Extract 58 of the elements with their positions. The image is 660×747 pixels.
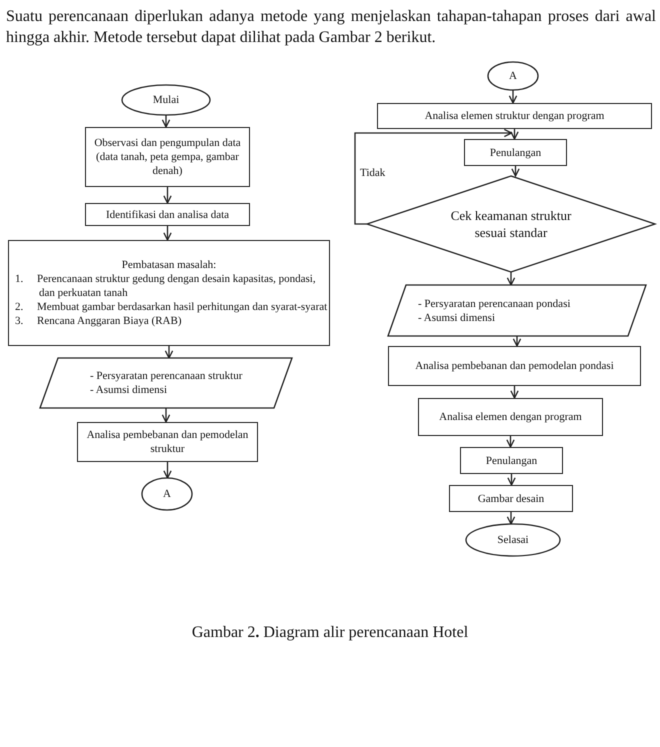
- arrow: [506, 512, 516, 525]
- list-item: 3. Rencana Anggaran Biaya (RAB): [14, 314, 182, 328]
- node-text: Mulai: [152, 93, 180, 107]
- process-box: [85, 127, 250, 187]
- process-box: [464, 139, 567, 166]
- arrow: [510, 386, 519, 399]
- list-item: - Asumsi dimensi: [89, 383, 168, 397]
- list-item: 1. Perencanaan struktur gedung dengan desain kapasitas, pondasi, dan perkuatan tanah: [14, 272, 317, 300]
- arrow: [510, 129, 519, 140]
- terminator-ellipse: [466, 524, 560, 556]
- node-text: Selasai: [497, 533, 529, 547]
- arrow: [508, 90, 518, 104]
- arrow: [506, 272, 516, 286]
- arrow: [163, 462, 172, 479]
- node-text: A: [163, 487, 171, 501]
- input-parallelogram: [388, 285, 646, 336]
- node-text: Observasi dan pengumpulan data (data tanah, peta gempa, gambar denah): [93, 136, 242, 178]
- paragraph-text: Suatu perencanaan diperlukan adanya metode yang menjelaskan tahapan-tahapan proses dari awal hingga akhir. Metode tersebut dapat dilihat pada Gambar 2 berikut.: [6, 7, 656, 48]
- node-text: Penulangan: [486, 454, 538, 468]
- node-text: Cek keamanan struktur sesuai standar: [450, 207, 572, 241]
- arrow: [163, 226, 172, 241]
- list-item: - Persyaratan perencanaan struktur: [89, 369, 244, 383]
- process-box: [460, 447, 563, 474]
- node-text: Analisa elemen struktur dengan program: [424, 109, 604, 123]
- heading-text: Pembatasan masalah:: [122, 258, 216, 272]
- edge-label: Tidak: [359, 166, 386, 178]
- process-box: [418, 398, 603, 436]
- process-box: [377, 103, 652, 129]
- list-item: 2. Membuat gambar berdasarkan hasil perhitungan dan syarat-syarat: [14, 300, 328, 314]
- process-box: [8, 240, 330, 346]
- node-text: Penulangan: [490, 146, 542, 160]
- input-parallelogram: [40, 358, 292, 408]
- arrow: [162, 115, 170, 128]
- arrow: [507, 474, 516, 486]
- process-box: [388, 346, 641, 386]
- arrow: [506, 436, 515, 448]
- node-text: Analisa pembebanan dan pemodelan struktur: [86, 428, 250, 456]
- node-text: Gambar desain: [478, 492, 544, 506]
- arrow: [511, 166, 520, 177]
- connector-ellipse: [488, 62, 538, 90]
- list-item: - Asumsi dimensi: [417, 310, 496, 324]
- list-item: - Persyaratan perencanaan pondasi: [417, 296, 572, 310]
- process-box: [85, 203, 250, 226]
- process-box: [77, 422, 258, 462]
- connector-ellipse: [142, 478, 192, 510]
- arrow: [354, 128, 512, 225]
- terminator-ellipse: [122, 85, 210, 115]
- node-text: Analisa elemen dengan program: [439, 410, 582, 424]
- arrow: [162, 408, 170, 423]
- node-text: A: [509, 69, 517, 83]
- arrow: [163, 187, 172, 204]
- arrow: [512, 336, 522, 347]
- node-text: Identifikasi dan analisa data: [106, 208, 230, 222]
- figure-caption: Gambar 2. Diagram alir perencanaan Hotel: [190, 624, 470, 642]
- process-box: [449, 485, 573, 512]
- decision-diamond: [367, 176, 655, 272]
- node-text: Analisa pembebanan dan pemodelan pondasi: [415, 359, 614, 373]
- arrow: [164, 346, 174, 359]
